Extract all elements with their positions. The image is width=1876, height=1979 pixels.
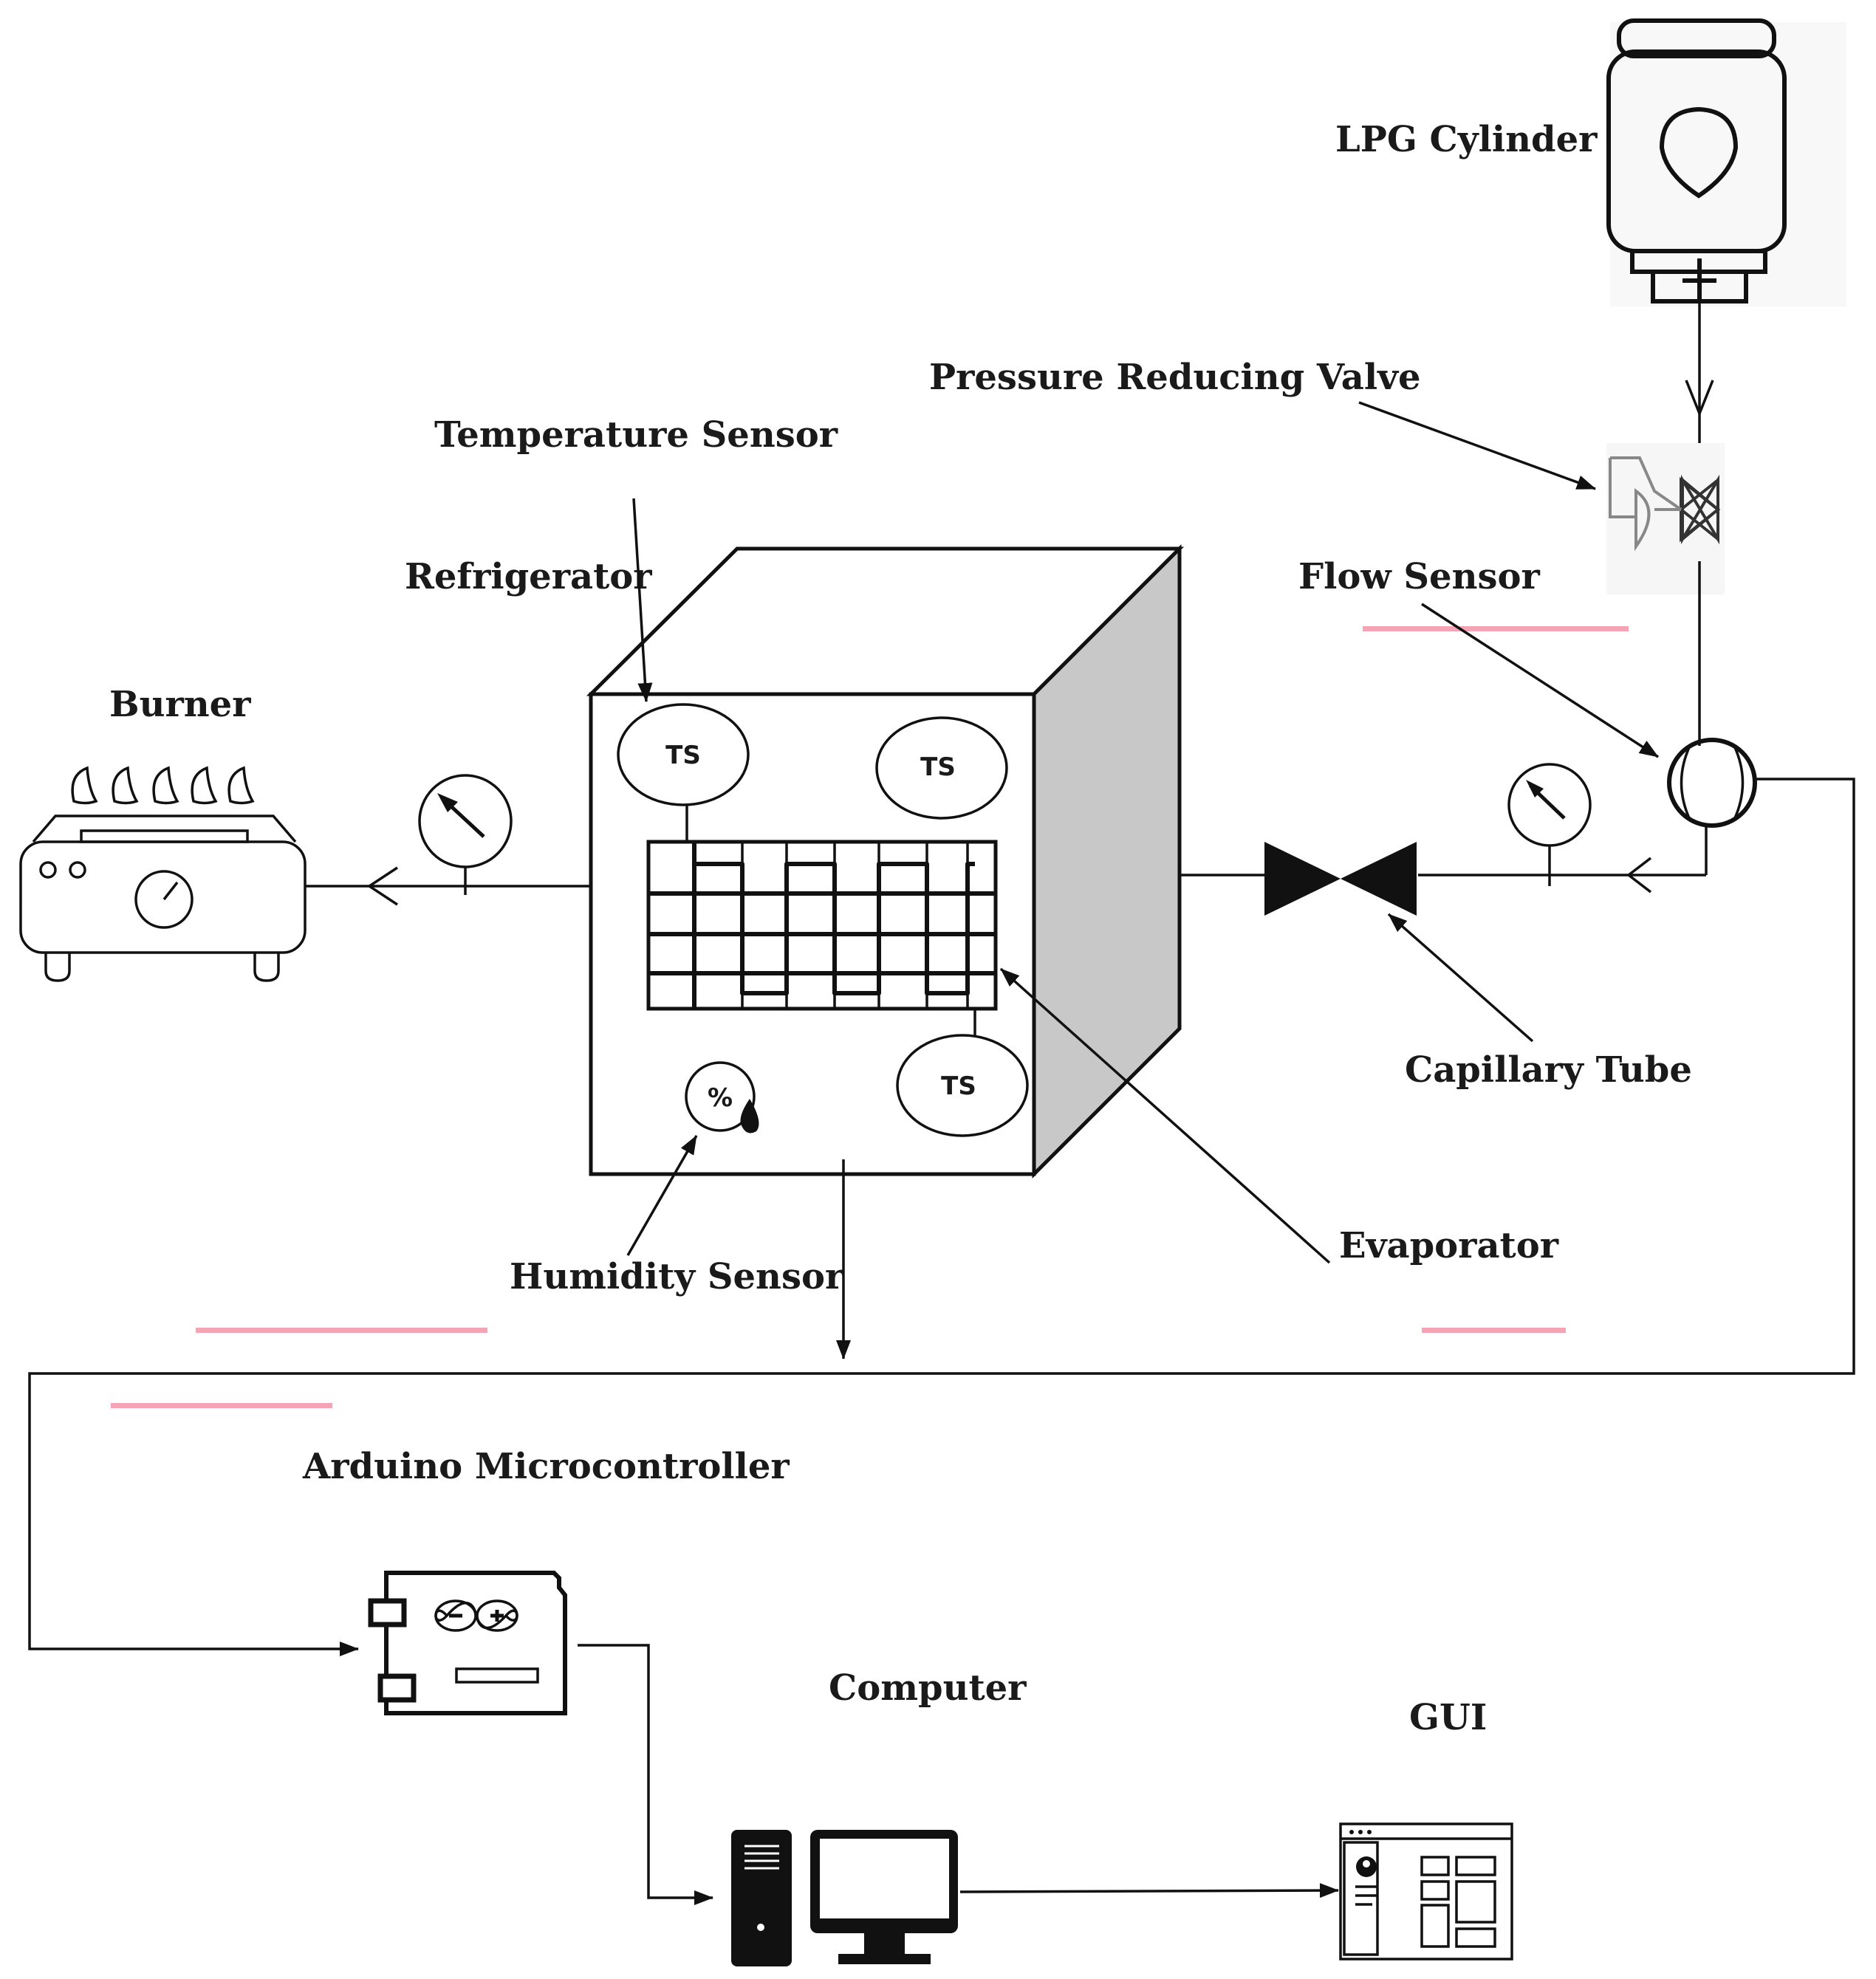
signal-line-computer-to-gui [959,1883,1339,1899]
flow-sensor-label: Flow Sensor [1298,556,1541,597]
temperature-sensor-top-right: TS [875,716,1008,820]
burner-label: Burner [109,684,251,725]
evaporator-pointer [999,967,1331,1264]
pressure-gauge-icon [1507,763,1592,886]
temperature-sensor-bottom: TS [896,1009,1029,1137]
evaporator-coil [646,840,998,1011]
signal-bus-to-arduino [28,778,1855,1656]
arduino-icon [368,1571,567,1715]
temperature-sensor-top-left: TS [617,703,750,842]
humidity-sensor-pointer [626,1135,698,1256]
ts-bottom-label: TS [941,1071,976,1101]
pressure-gauge-icon [418,774,513,895]
refrigerator-cabinet [586,543,1185,1179]
flow-direction-arrow-left [366,866,398,906]
gui-label: GUI [1409,1697,1487,1738]
humidity-symbol: % [708,1083,733,1113]
capillary-tube-pointer [1387,913,1534,1043]
ts-top-right-label: TS [920,752,956,782]
flow-sensor-pointer [1421,603,1659,758]
lpg-cylinder-label: LPG Cylinder [1335,119,1598,160]
pressure-reducing-valve-label: Pressure Reducing Valve [929,357,1421,398]
lpg-cylinder-icon [1606,18,1846,306]
ts-top-left-label: TS [665,741,701,770]
arduino-microcontroller-label: Arduino Microcontroller [302,1446,790,1487]
humidity-sensor-label: Humidity Sensor [510,1256,844,1297]
refrigerator-label: Refrigerator [405,556,652,597]
pressure-reducing-valve-pointer [1358,401,1596,490]
temperature-sensor-label-text: Temperature Sensor [434,414,838,456]
computer-label: Computer [829,1667,1027,1709]
capillary-valve-icon [1264,842,1417,916]
signal-line-arduino-to-computer [578,1644,713,1905]
flow-direction-arrow [1685,380,1714,417]
capillary-tube-label: Capillary Tube [1405,1049,1692,1091]
gui-window-icon [1339,1822,1513,1961]
evaporator-label: Evaporator [1339,1225,1559,1266]
highlight-marks [111,626,1629,1408]
temperature-sensor-label: Temperature Sensor [434,414,838,456]
flow-sensor-icon [1667,738,1757,828]
burner-icon [19,766,307,982]
humidity-sensor-icon: % [685,1061,759,1133]
computer-icon [731,1830,958,1966]
pressure-reducing-valve-icon [1606,443,1725,594]
flow-direction-arrow-right [1626,857,1652,894]
temperature-sensor-pointer [632,498,653,702]
